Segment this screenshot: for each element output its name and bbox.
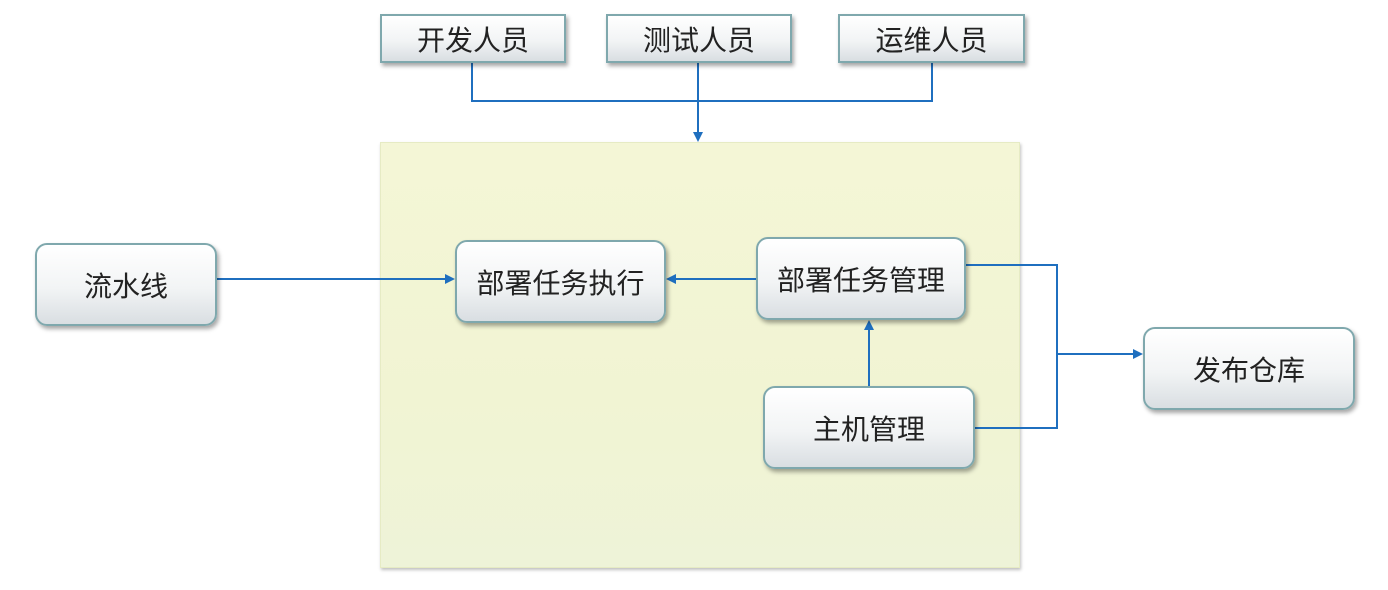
roles-connector: [471, 63, 933, 102]
role-developer: 开发人员: [380, 14, 566, 63]
to-repo-connector: [966, 264, 1058, 429]
deploy-exec-node: 部署任务执行: [455, 240, 666, 323]
role-ops: 运维人员: [838, 14, 1025, 63]
system-boundary: [380, 142, 1020, 568]
pipeline-node: 流水线: [35, 243, 217, 326]
release-repo-node: 发布仓库: [1143, 327, 1355, 410]
deploy-manage-node: 部署任务管理: [756, 237, 966, 320]
role-tester: 测试人员: [606, 14, 792, 63]
host-manage-node: 主机管理: [763, 386, 975, 469]
